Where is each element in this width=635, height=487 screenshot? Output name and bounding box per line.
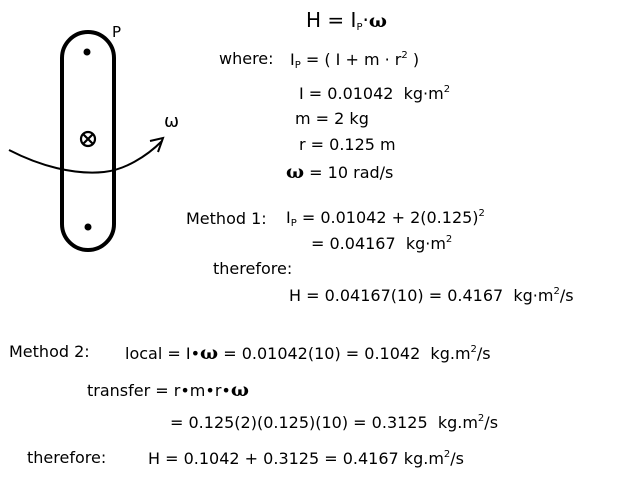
method2-transfer-line: transfer = r•m•r•ω [87,381,249,400]
method1-line1-exp: 2 [478,208,485,219]
method2-transfer-omega: ω [230,379,249,401]
rod-body [60,30,116,252]
method2-local-a: local = I [125,344,191,363]
I-value-text: I = 0.01042 kg·m [299,84,444,103]
bottom-pin-dot [84,223,92,231]
point-p-dot [83,48,91,56]
method2-H-text: H = 0.1042 + 0.3125 = 0.4167 kg.m [148,449,444,468]
method1-line2-exp: 2 [445,234,453,245]
Ip-sub: P [294,60,301,71]
method1-Ip-line: IP = 0.01042 + 2(0.125)2 [286,209,485,229]
where-label: where: [219,49,274,68]
I-symbol: I [350,8,357,32]
method2-transfer-a: transfer = r [87,381,181,400]
Ip-definition: IP = ( I + m · r2 ) [290,51,419,71]
equals-sign: = [321,8,351,32]
method1-line2: = 0.04167 kg·m [311,234,446,253]
method2-therefore: therefore: [27,448,107,467]
method1-H-line: H = 0.04167(10) = 0.4167 kg·m2/s [289,287,574,304]
omega-value-line: ω = 10 rad/s [286,163,393,182]
method2-local-exp: 2 [470,344,477,355]
method2-H-line: H = 0.1042 + 0.3125 = 0.4167 kg.m2/s [148,450,464,467]
method1-line1: = 0.01042 + 2(0.125) [296,208,479,227]
I-value-exp: 2 [443,84,451,95]
point-p-label: P [112,23,121,41]
method2-transfer-bullet1: • [180,381,190,400]
method1-Ip-I: I [286,208,291,227]
method2-transfer-bullet2: • [205,381,215,400]
dot-operator: · [362,8,369,32]
Ip-close: ) [407,50,420,69]
omega-label: ω [164,111,179,132]
Ip-rhs: = ( I + m · r [300,50,402,69]
r-value-line: r = 0.125 m [299,135,396,154]
rotation-arrowhead-icon [149,136,165,153]
method2-transfer-exp: 2 [477,413,485,424]
method1-H-tail: /s [559,286,574,305]
I-subscript: P [356,22,363,33]
omega-symbol: ω [368,10,387,32]
method2-transfer-result: = 0.125(2)(0.125)(10) = 0.3125 kg.m2/s [170,414,498,431]
method2-local-line: local = I•ω = 0.01042(10) = 0.1042 kg.m2… [125,344,491,363]
method1-result-line: = 0.04167 kg·m2 [311,235,452,252]
method2-label: Method 2: [9,342,90,361]
method2-local-omega: ω [200,342,219,364]
method2-transfer-r: r [214,381,222,400]
method2-transfer-line2: = 0.125(2)(0.125)(10) = 0.3125 kg.m [170,413,478,432]
method2-transfer-bullet3: • [221,381,231,400]
m-value-line: m = 2 kg [295,109,369,128]
H-symbol: H [306,8,322,32]
method1-H-exp: 2 [553,286,560,297]
Ip-I: I [290,50,295,69]
angular-momentum-formula: H = IP·ω [306,10,387,33]
method1-therefore: therefore: [213,259,293,278]
omega-value-text: = 10 rad/s [304,163,394,182]
method1-label: Method 1: [186,209,267,228]
method2-local-tail: /s [476,344,491,363]
rotation-axis-icon [79,130,97,148]
rotation-arc [8,140,163,174]
method1-H-text: H = 0.04167(10) = 0.4167 kg·m [289,286,554,305]
rod-diagram: P ω [8,23,179,252]
method2-H-exp: 2 [443,449,451,460]
method1-Ip-sub: P [290,218,297,229]
I-value-line: I = 0.01042 kg·m2 [299,85,450,102]
method2-local-b: = 0.01042(10) = 0.1042 kg.m [218,344,471,363]
omega-value-symbol: ω [286,161,305,183]
method2-H-tail: /s [450,449,465,468]
method2-transfer-m: m [189,381,206,400]
Ip-exp: 2 [401,50,408,61]
method2-local-bullet: • [190,344,201,363]
method2-transfer-tail: /s [484,413,499,432]
